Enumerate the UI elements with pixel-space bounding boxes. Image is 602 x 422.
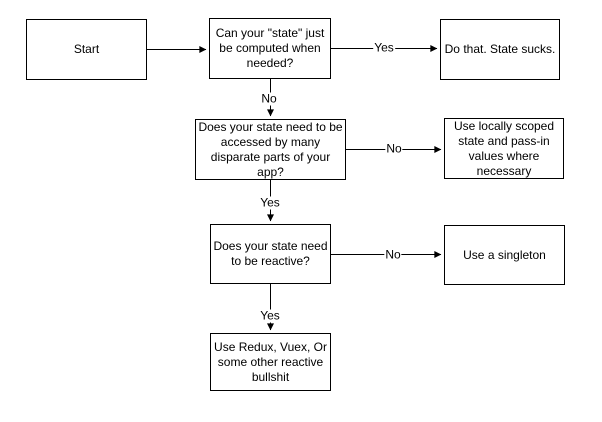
node-question-computed: Can your "state" just be computed when n… <box>209 18 331 79</box>
edge-label-reactive-yes: Yes <box>259 308 281 323</box>
edge-label-accessed-no: No <box>385 141 403 156</box>
node-answer-redux-label: Use Redux, Vuex, Or some other reactive … <box>214 339 327 384</box>
node-question-accessed-label: Does your state need to be accessed by m… <box>198 119 343 179</box>
node-answer-do-that: Do that. State sucks. <box>440 19 560 80</box>
node-answer-locally-scoped: Use locally scoped state and pass-in val… <box>444 118 564 179</box>
node-answer-redux: Use Redux, Vuex, Or some other reactive … <box>210 333 331 391</box>
edge-label-accessed-yes: Yes <box>259 195 281 210</box>
node-question-reactive-label: Does your state need to be reactive? <box>213 239 328 268</box>
node-question-accessed: Does your state need to be accessed by m… <box>195 119 346 180</box>
node-answer-singleton: Use a singleton <box>444 225 565 285</box>
node-question-reactive: Does your state need to be reactive? <box>210 224 331 284</box>
node-answer-singleton-label: Use a singleton <box>463 247 546 262</box>
node-start: Start <box>26 19 147 80</box>
edge-label-computed-yes: Yes <box>373 40 395 55</box>
edge-label-reactive-no: No <box>384 247 402 262</box>
node-answer-locally-scoped-label: Use locally scoped state and pass-in val… <box>453 118 555 178</box>
node-question-computed-label: Can your "state" just be computed when n… <box>215 26 325 70</box>
edge-label-computed-no: No <box>260 91 278 106</box>
node-answer-do-that-label: Do that. State sucks. <box>444 42 556 56</box>
node-start-label: Start <box>73 42 100 56</box>
